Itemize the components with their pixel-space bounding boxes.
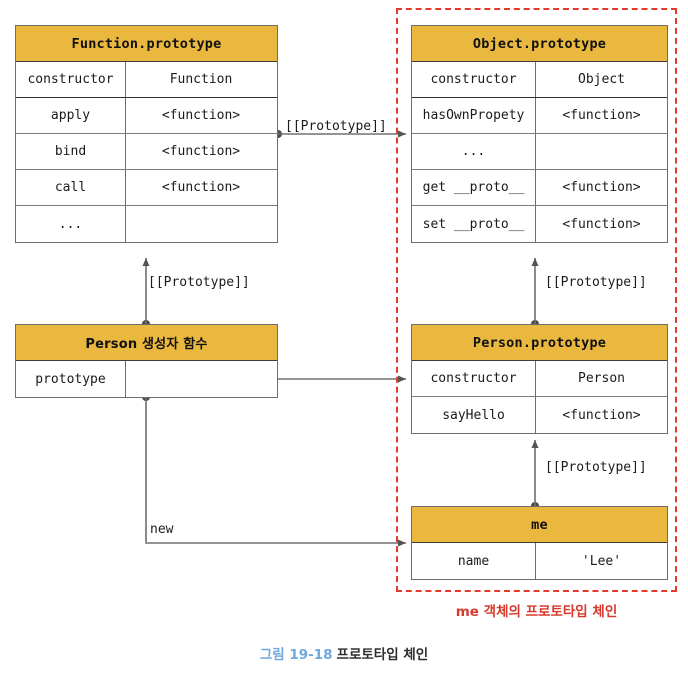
- cell-key: sayHello: [412, 397, 536, 433]
- edge-new-to-me: [142, 393, 406, 547]
- cell-value: <function>: [562, 407, 641, 423]
- cell-key: constructor: [412, 62, 536, 97]
- table-row: constructor Object: [412, 62, 667, 98]
- cell-key: prototype: [16, 361, 126, 397]
- table-person-prototype: Person.prototype constructor Person sayH…: [411, 324, 668, 434]
- table-title-object-prototype: Object.prototype: [412, 26, 667, 62]
- table-row: apply <function>: [16, 98, 277, 134]
- cell-value: <function>: [161, 180, 241, 195]
- cell-value: <function>: [562, 180, 641, 195]
- table-title-function-prototype: Function.prototype: [16, 26, 277, 62]
- table-row: prototype: [16, 361, 277, 397]
- table-row: sayHello <function>: [412, 397, 667, 433]
- edge-label-new: new: [150, 522, 174, 537]
- cell-key: constructor: [16, 62, 126, 97]
- cell-key: set __proto__: [412, 206, 536, 242]
- table-title-me: me: [412, 507, 667, 543]
- cell-value: Function: [169, 72, 233, 87]
- cell-value: <function>: [562, 216, 641, 232]
- cell-key: ...: [412, 134, 536, 169]
- edge-label-prototype-person-proto: [[Prototype]]: [545, 275, 647, 290]
- cell-value: Person: [578, 371, 625, 386]
- table-row: call <function>: [16, 170, 277, 206]
- table-row: name 'Lee': [412, 543, 667, 579]
- cell-key: hasOwnPropety: [412, 98, 536, 133]
- cell-value: <function>: [562, 108, 641, 123]
- edge-label-prototype-function-to-object: [[Prototype]]: [285, 119, 387, 134]
- table-row: constructor Person: [412, 361, 667, 397]
- table-person-constructor: Person 생성자 함수 prototype: [15, 324, 278, 398]
- table-row: ...: [412, 134, 667, 170]
- edge-label-prototype-person-fn: [[Prototype]]: [148, 275, 250, 290]
- cell-value: <function>: [161, 108, 241, 123]
- cell-value: [126, 361, 276, 397]
- table-row: bind <function>: [16, 134, 277, 170]
- table-title-person-prototype: Person.prototype: [412, 325, 667, 361]
- cell-value: 'Lee': [581, 553, 622, 569]
- figure-number: 그림 19-18: [259, 647, 333, 663]
- cell-value: [536, 134, 667, 169]
- edge-label-prototype-me: [[Prototype]]: [545, 460, 647, 475]
- cell-key: constructor: [412, 361, 536, 396]
- chain-annotation-label: me 객체의 프로토타입 체인: [455, 604, 618, 620]
- table-row: ...: [16, 206, 277, 242]
- cell-value: Object: [578, 72, 625, 87]
- cell-key: bind: [16, 134, 126, 169]
- figure-caption-text: 프로토타입 체인: [336, 647, 429, 663]
- table-title-person-constructor: Person 생성자 함수: [16, 325, 277, 361]
- cell-value: <function>: [161, 144, 241, 159]
- table-row: constructor Function: [16, 62, 277, 98]
- edge-person-fn-to-function-proto: [142, 258, 150, 328]
- table-row: set __proto__ <function>: [412, 206, 667, 242]
- cell-value: [126, 206, 276, 242]
- table-row: hasOwnPropety <function>: [412, 98, 667, 134]
- cell-key: name: [412, 543, 536, 579]
- table-object-prototype: Object.prototype constructor Object hasO…: [411, 25, 668, 243]
- cell-key: ...: [16, 206, 126, 242]
- table-me-object: me name 'Lee': [411, 506, 668, 580]
- cell-key: get __proto__: [412, 170, 536, 205]
- prototype-chain-boundary: [396, 8, 677, 592]
- cell-key: apply: [16, 98, 126, 133]
- cell-key: call: [16, 170, 126, 205]
- table-row: get __proto__ <function>: [412, 170, 667, 206]
- table-function-prototype: Function.prototype constructor Function …: [15, 25, 278, 243]
